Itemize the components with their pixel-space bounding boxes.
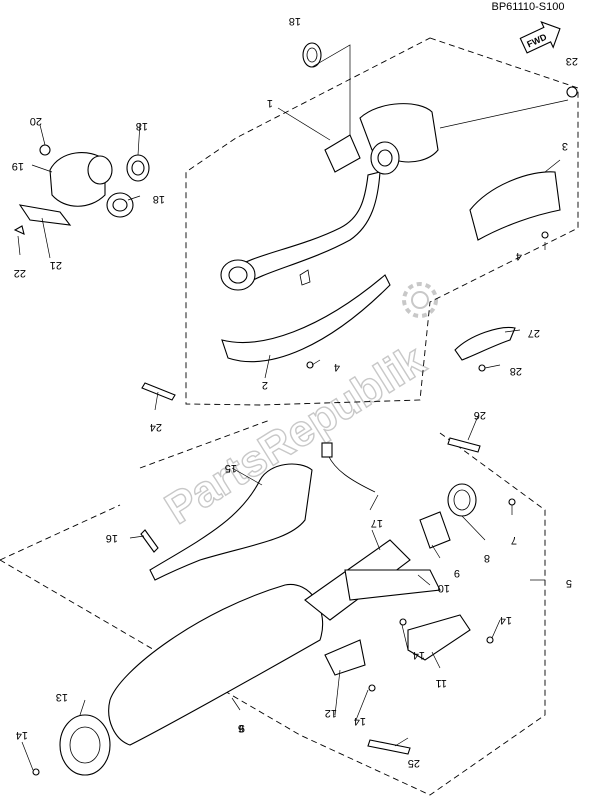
callout-11: 11 <box>436 677 447 689</box>
callout-13: 13 <box>56 691 68 703</box>
callout-19: 19 <box>12 160 24 172</box>
callout-4a: 4 <box>516 250 522 262</box>
protector-10 <box>344 569 441 601</box>
bolt-7 <box>508 498 516 506</box>
heat-guard-2 <box>221 274 391 363</box>
bolt-26 <box>447 437 481 453</box>
end-cap-13 <box>59 714 111 776</box>
callout-5: 5 <box>566 577 572 589</box>
clamp-8 <box>447 483 477 517</box>
callout-18a: 18 <box>289 15 301 27</box>
callout-6: 6 <box>238 722 244 734</box>
callout-7: 7 <box>511 534 517 546</box>
group-box-1 <box>185 37 579 406</box>
callout-26: 26 <box>474 409 486 421</box>
protector-3 <box>469 171 561 241</box>
callout-3: 3 <box>562 140 568 152</box>
callouts: 1 2 3 4 4 5 6 7 8 9 9 10 11 12 13 14 14 … <box>12 15 578 769</box>
callout-16: 16 <box>106 532 118 544</box>
bolt-4-center <box>306 361 314 369</box>
header-pipe-1 <box>220 103 439 291</box>
leader-lines <box>17 44 569 771</box>
callout-4b: 4 <box>334 361 340 373</box>
joint-assembly-19 <box>13 144 150 235</box>
protector-27 <box>454 326 516 361</box>
bolt-28 <box>478 364 486 372</box>
callout-14c: 14 <box>413 649 425 661</box>
bolt-4-right <box>541 231 549 239</box>
callout-21: 21 <box>50 259 62 271</box>
cap-23 <box>566 86 578 98</box>
callout-10: 10 <box>438 582 450 594</box>
bolt-14-a <box>399 618 407 626</box>
bolt-16 <box>140 529 159 553</box>
gasket-9 <box>419 511 451 549</box>
sensor-connector <box>321 442 333 458</box>
muffler-6 <box>108 583 324 746</box>
callout-18b: 18 <box>136 120 148 132</box>
gear-watermark-icon <box>402 282 438 318</box>
group-box-15 <box>0 419 271 561</box>
bolt-24 <box>141 382 176 401</box>
callout-28: 28 <box>510 365 522 377</box>
callout-1: 1 <box>267 97 273 109</box>
callout-18c: 18 <box>153 193 165 205</box>
callout-12: 12 <box>325 707 337 719</box>
callout-22: 22 <box>14 267 26 279</box>
sensor-wire-17 <box>327 454 376 493</box>
callout-14a: 14 <box>16 729 28 741</box>
callout-20: 20 <box>30 115 42 127</box>
muffler-stay-15 <box>149 463 313 581</box>
callout-24: 24 <box>150 421 162 433</box>
callout-14b: 14 <box>354 715 366 727</box>
bolt-14-b <box>486 636 494 644</box>
bolt-14-d <box>32 768 40 776</box>
callout-17: 17 <box>371 517 383 529</box>
protector-11 <box>407 614 471 661</box>
callout-8: 8 <box>484 552 490 564</box>
callout-2: 2 <box>262 379 268 391</box>
bolt-25 <box>367 739 411 755</box>
callout-14d: 14 <box>500 614 512 626</box>
callout-9b: 9 <box>239 722 245 734</box>
callout-9a: 9 <box>454 567 460 579</box>
callout-15: 15 <box>225 462 237 474</box>
callout-27: 27 <box>528 327 540 339</box>
callout-25: 25 <box>408 757 420 769</box>
protector-12 <box>324 639 366 676</box>
fwd-arrow-icon: FWD <box>519 20 561 54</box>
bolt-14-c <box>368 684 376 692</box>
drawing-code: BP61110-S100 <box>492 1 565 13</box>
group-box-5 <box>0 432 546 796</box>
callout-23: 23 <box>566 55 578 67</box>
